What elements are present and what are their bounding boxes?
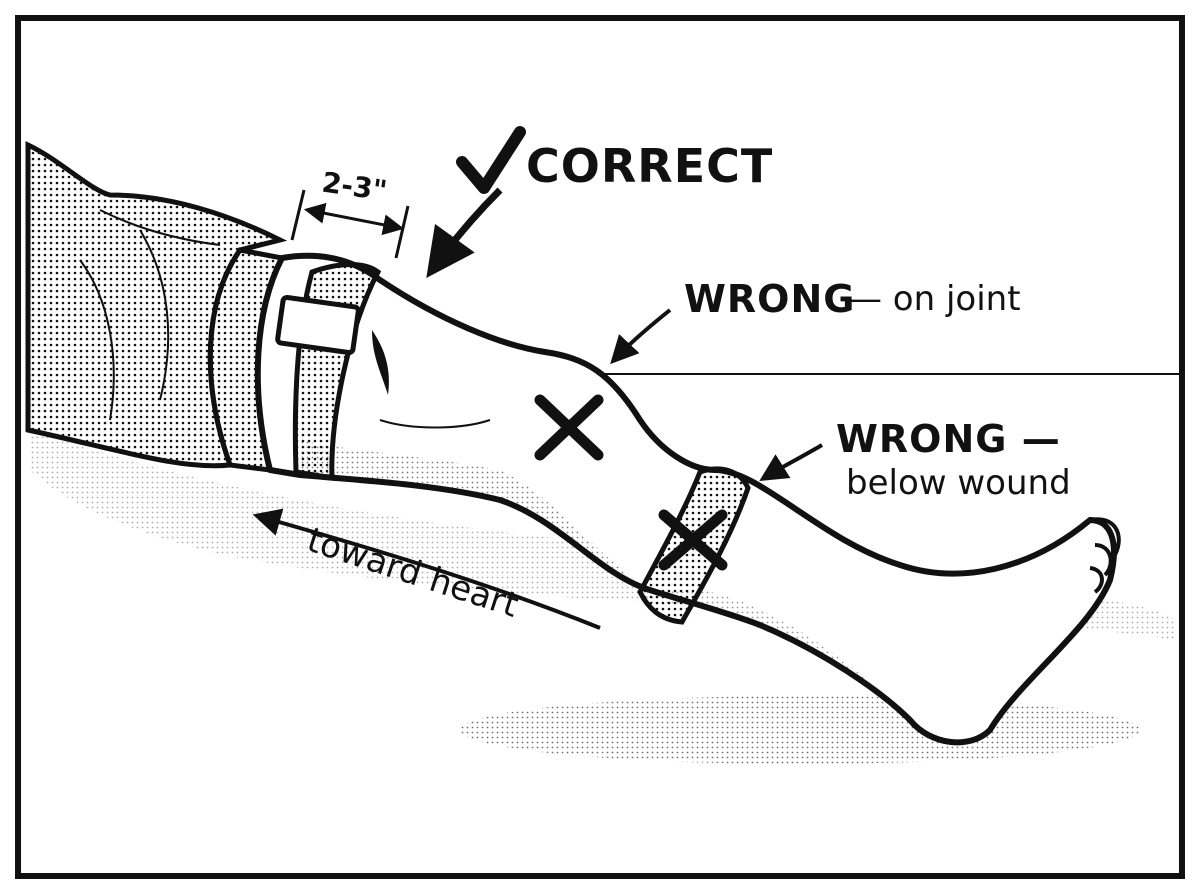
- label-wrong-below: WRONG —: [836, 417, 1061, 461]
- label-wrong-joint: WRONG: [684, 277, 855, 321]
- leg-underside-shade: [300, 440, 650, 590]
- label-below-wound: below wound: [846, 463, 1071, 503]
- cross-mark-icon: [534, 394, 604, 461]
- tourniquet-buckle: [275, 294, 361, 356]
- check-icon: [456, 126, 526, 194]
- knee-crease: [379, 419, 491, 429]
- foot-shadow: [460, 696, 1140, 764]
- trouser-fold-1: [79, 259, 115, 421]
- wound: [372, 330, 389, 395]
- arrow-icon: [426, 187, 503, 278]
- trouser-fold-3: [99, 209, 221, 246]
- measurement-tick-left: [290, 189, 306, 241]
- toes: [1089, 517, 1121, 594]
- trouser-fold-2: [139, 229, 170, 401]
- measurement-arrow: [303, 202, 405, 236]
- arrow-icon: [610, 308, 672, 365]
- arrow-icon: [252, 508, 601, 630]
- label-wrong-joint-suffix: — on joint: [848, 279, 1021, 319]
- arrow-icon: [759, 443, 824, 481]
- label-correct: CORRECT: [526, 139, 773, 193]
- measurement-tick-right: [394, 205, 410, 259]
- cross-mark-icon: [658, 509, 728, 571]
